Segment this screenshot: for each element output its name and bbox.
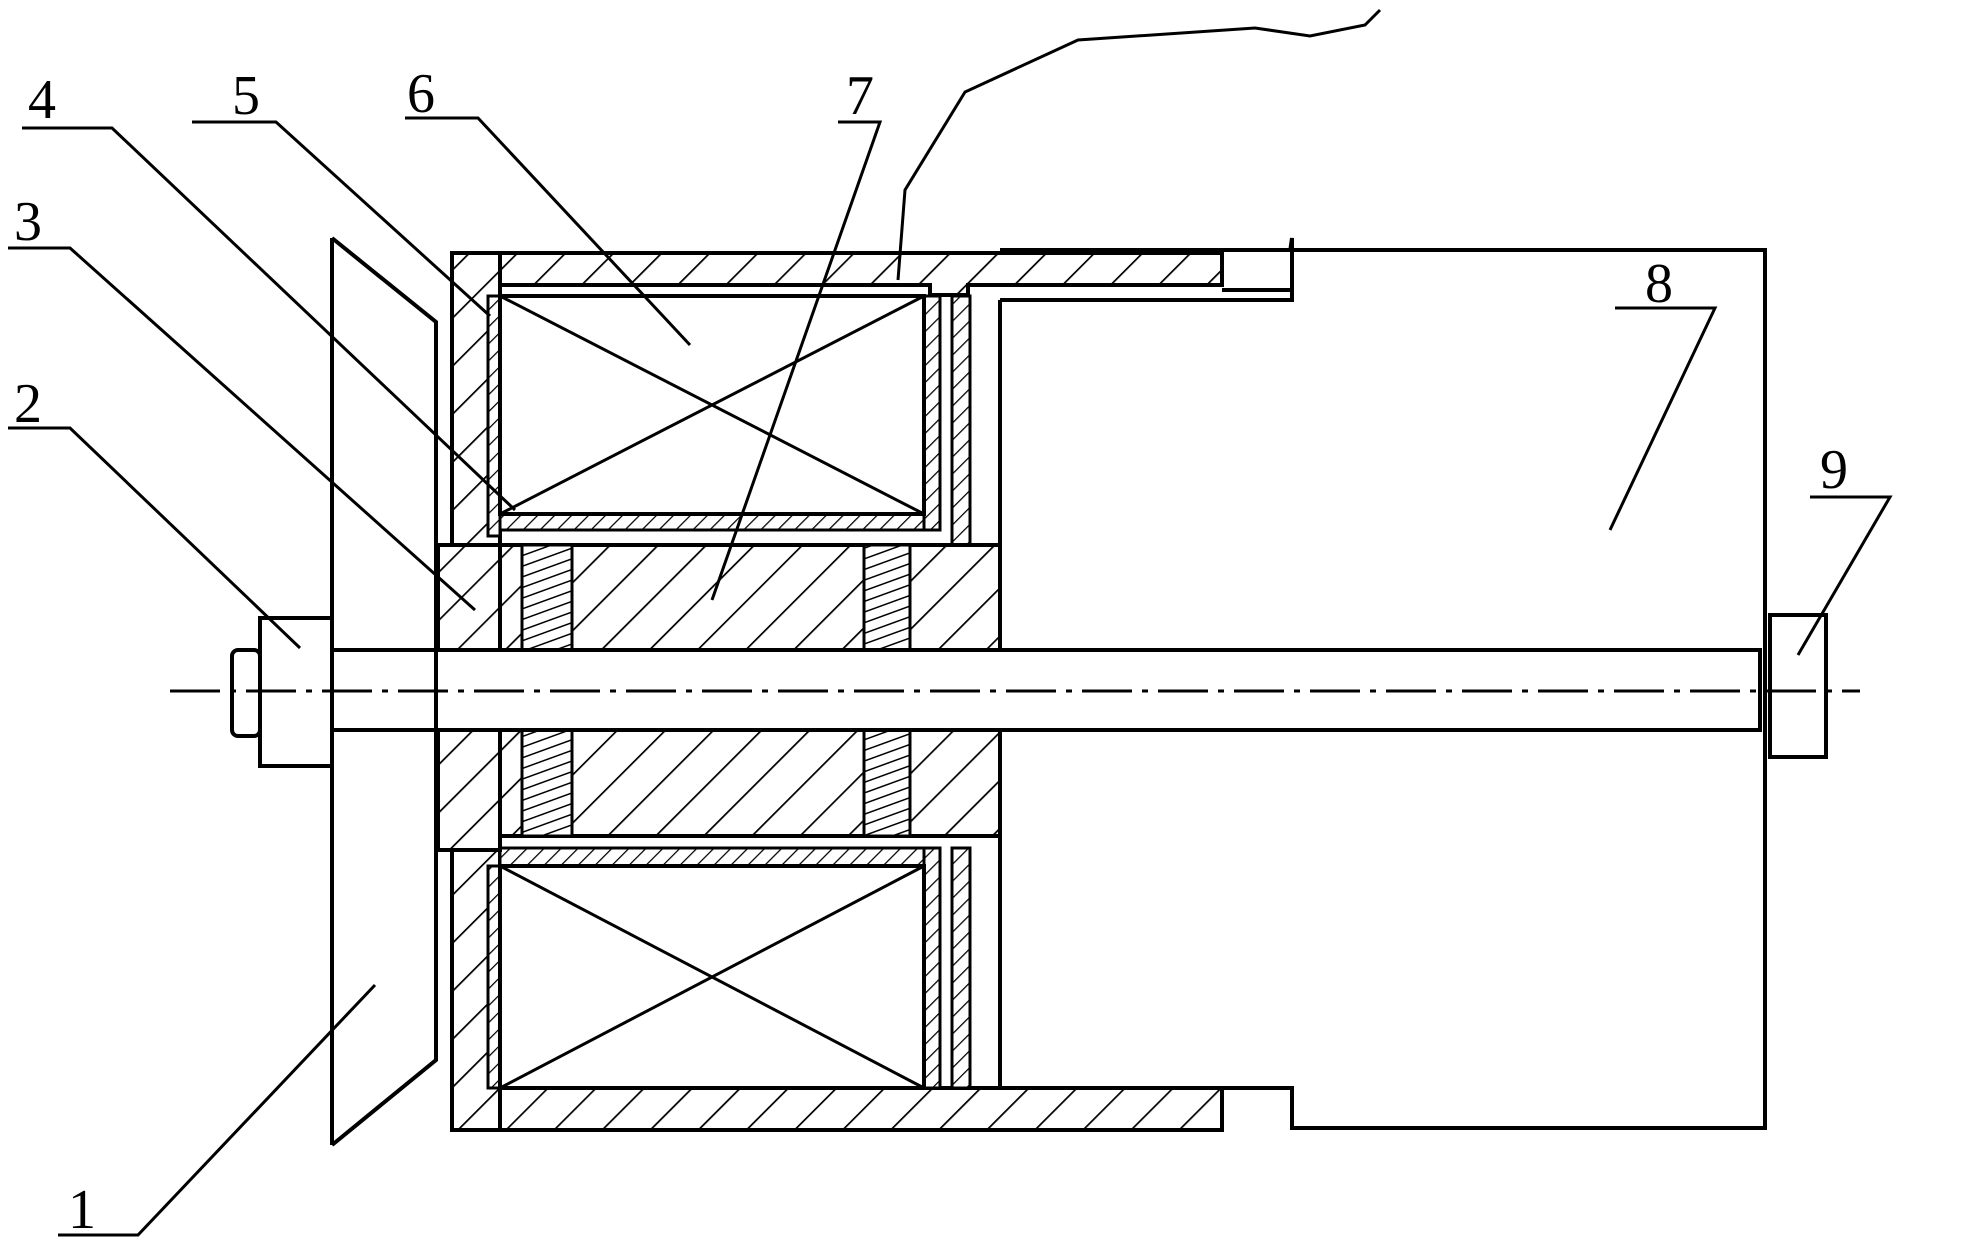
label-4: 4 (28, 69, 56, 131)
lead-wire (896, 8, 1382, 281)
part-6-coil-bottom (498, 864, 926, 1090)
label-6: 6 (407, 63, 435, 125)
label-7: 7 (846, 65, 874, 127)
part-6-coil-top (498, 294, 926, 516)
part-5-coil-former-top (486, 294, 972, 547)
label-3: 3 (14, 191, 42, 253)
part-labels: 1 2 3 4 5 6 7 8 9 (14, 63, 1848, 1241)
label-8: 8 (1645, 253, 1673, 315)
label-1: 1 (68, 1179, 96, 1241)
label-5: 5 (232, 65, 260, 127)
part-4-pole-piece (436, 543, 502, 852)
part-9-nut (1768, 613, 1828, 759)
part-3-springs (520, 543, 912, 838)
label-9: 9 (1820, 439, 1848, 501)
leader-lines (8, 116, 1893, 1237)
label-2: 2 (14, 373, 42, 435)
